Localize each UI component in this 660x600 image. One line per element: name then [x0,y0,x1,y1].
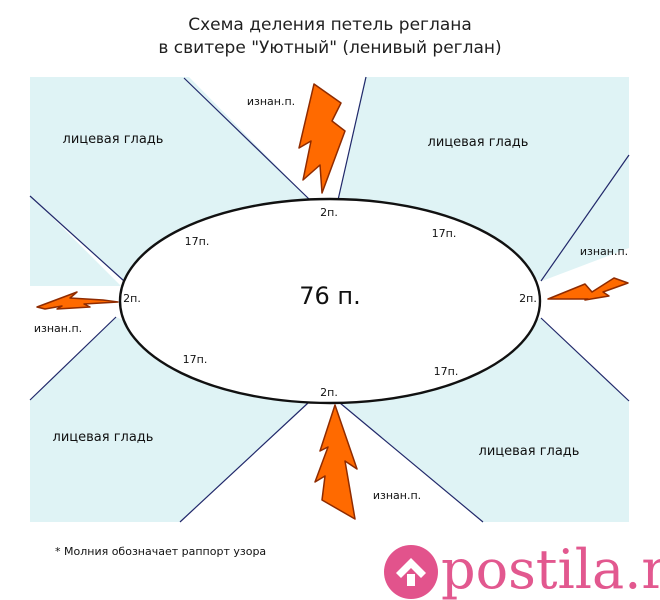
raglan-line-bottom-right-outer [540,317,630,402]
bottom-left-panel [30,317,308,522]
top-right-panel [338,77,629,281]
raglan-line-top-left-inner [29,195,125,282]
bottom-lightning-bolt-icon [314,404,358,520]
stitch-top: 2п. [320,206,338,219]
raglan-line-bottom-right-inner [339,402,484,523]
raglan-line-bottom-left-outer [179,402,309,523]
raglan-line-top-right-inner [337,76,367,201]
top-left-panel [30,77,121,286]
watermark-text: postila.ru [441,538,660,600]
total-stitches: 76 п. [299,282,361,310]
left-lightning-bolt-icon [36,291,119,310]
raglan-line-bottom-left-inner [29,316,117,401]
postila-logo-icon [384,545,438,599]
purl-label-top: изнан.п. [247,95,295,108]
top-lightning-bolt-icon [298,83,346,194]
diagram-footnote: * Молния обозначает раппорт узора [55,545,266,558]
neckline-oval [118,197,542,405]
stitch-upper-left: 17п. [185,235,210,248]
purl-label-left: изнан.п. [34,322,82,335]
knit-label-top-right: лицевая гладь [428,135,529,150]
lightning-bolt-icon [36,83,629,520]
right-lightning-bolt-icon [547,277,629,301]
stitch-bottom: 2п. [320,386,338,399]
top-left-upper-panel [31,77,309,281]
title-line-1: Схема деления петель реглана [188,15,472,35]
postila-watermark: postila.ru [384,538,660,600]
knit-label-top-left: лицевая гладь [63,132,164,147]
stitch-lower-left: 17п. [183,353,208,366]
title-line-2: в свитере "Уютный" (ленивый реглан) [158,38,501,58]
stitch-lower-right: 17п. [434,365,459,378]
raglan-line-top-right-outer [540,154,630,282]
bottom-right-panel [340,318,629,522]
knit-label-bottom-left: лицевая гладь [53,430,154,445]
knit-label-bottom-right: лицевая гладь [479,444,580,459]
purl-label-right: изнан.п. [580,245,628,258]
purl-label-bottom: изнан.п. [373,489,421,502]
stitch-left: 2п. [123,292,141,305]
raglan-line-top-left-outer [183,77,310,200]
stitch-right: 2п. [519,292,537,305]
stitch-upper-right: 17п. [432,227,457,240]
